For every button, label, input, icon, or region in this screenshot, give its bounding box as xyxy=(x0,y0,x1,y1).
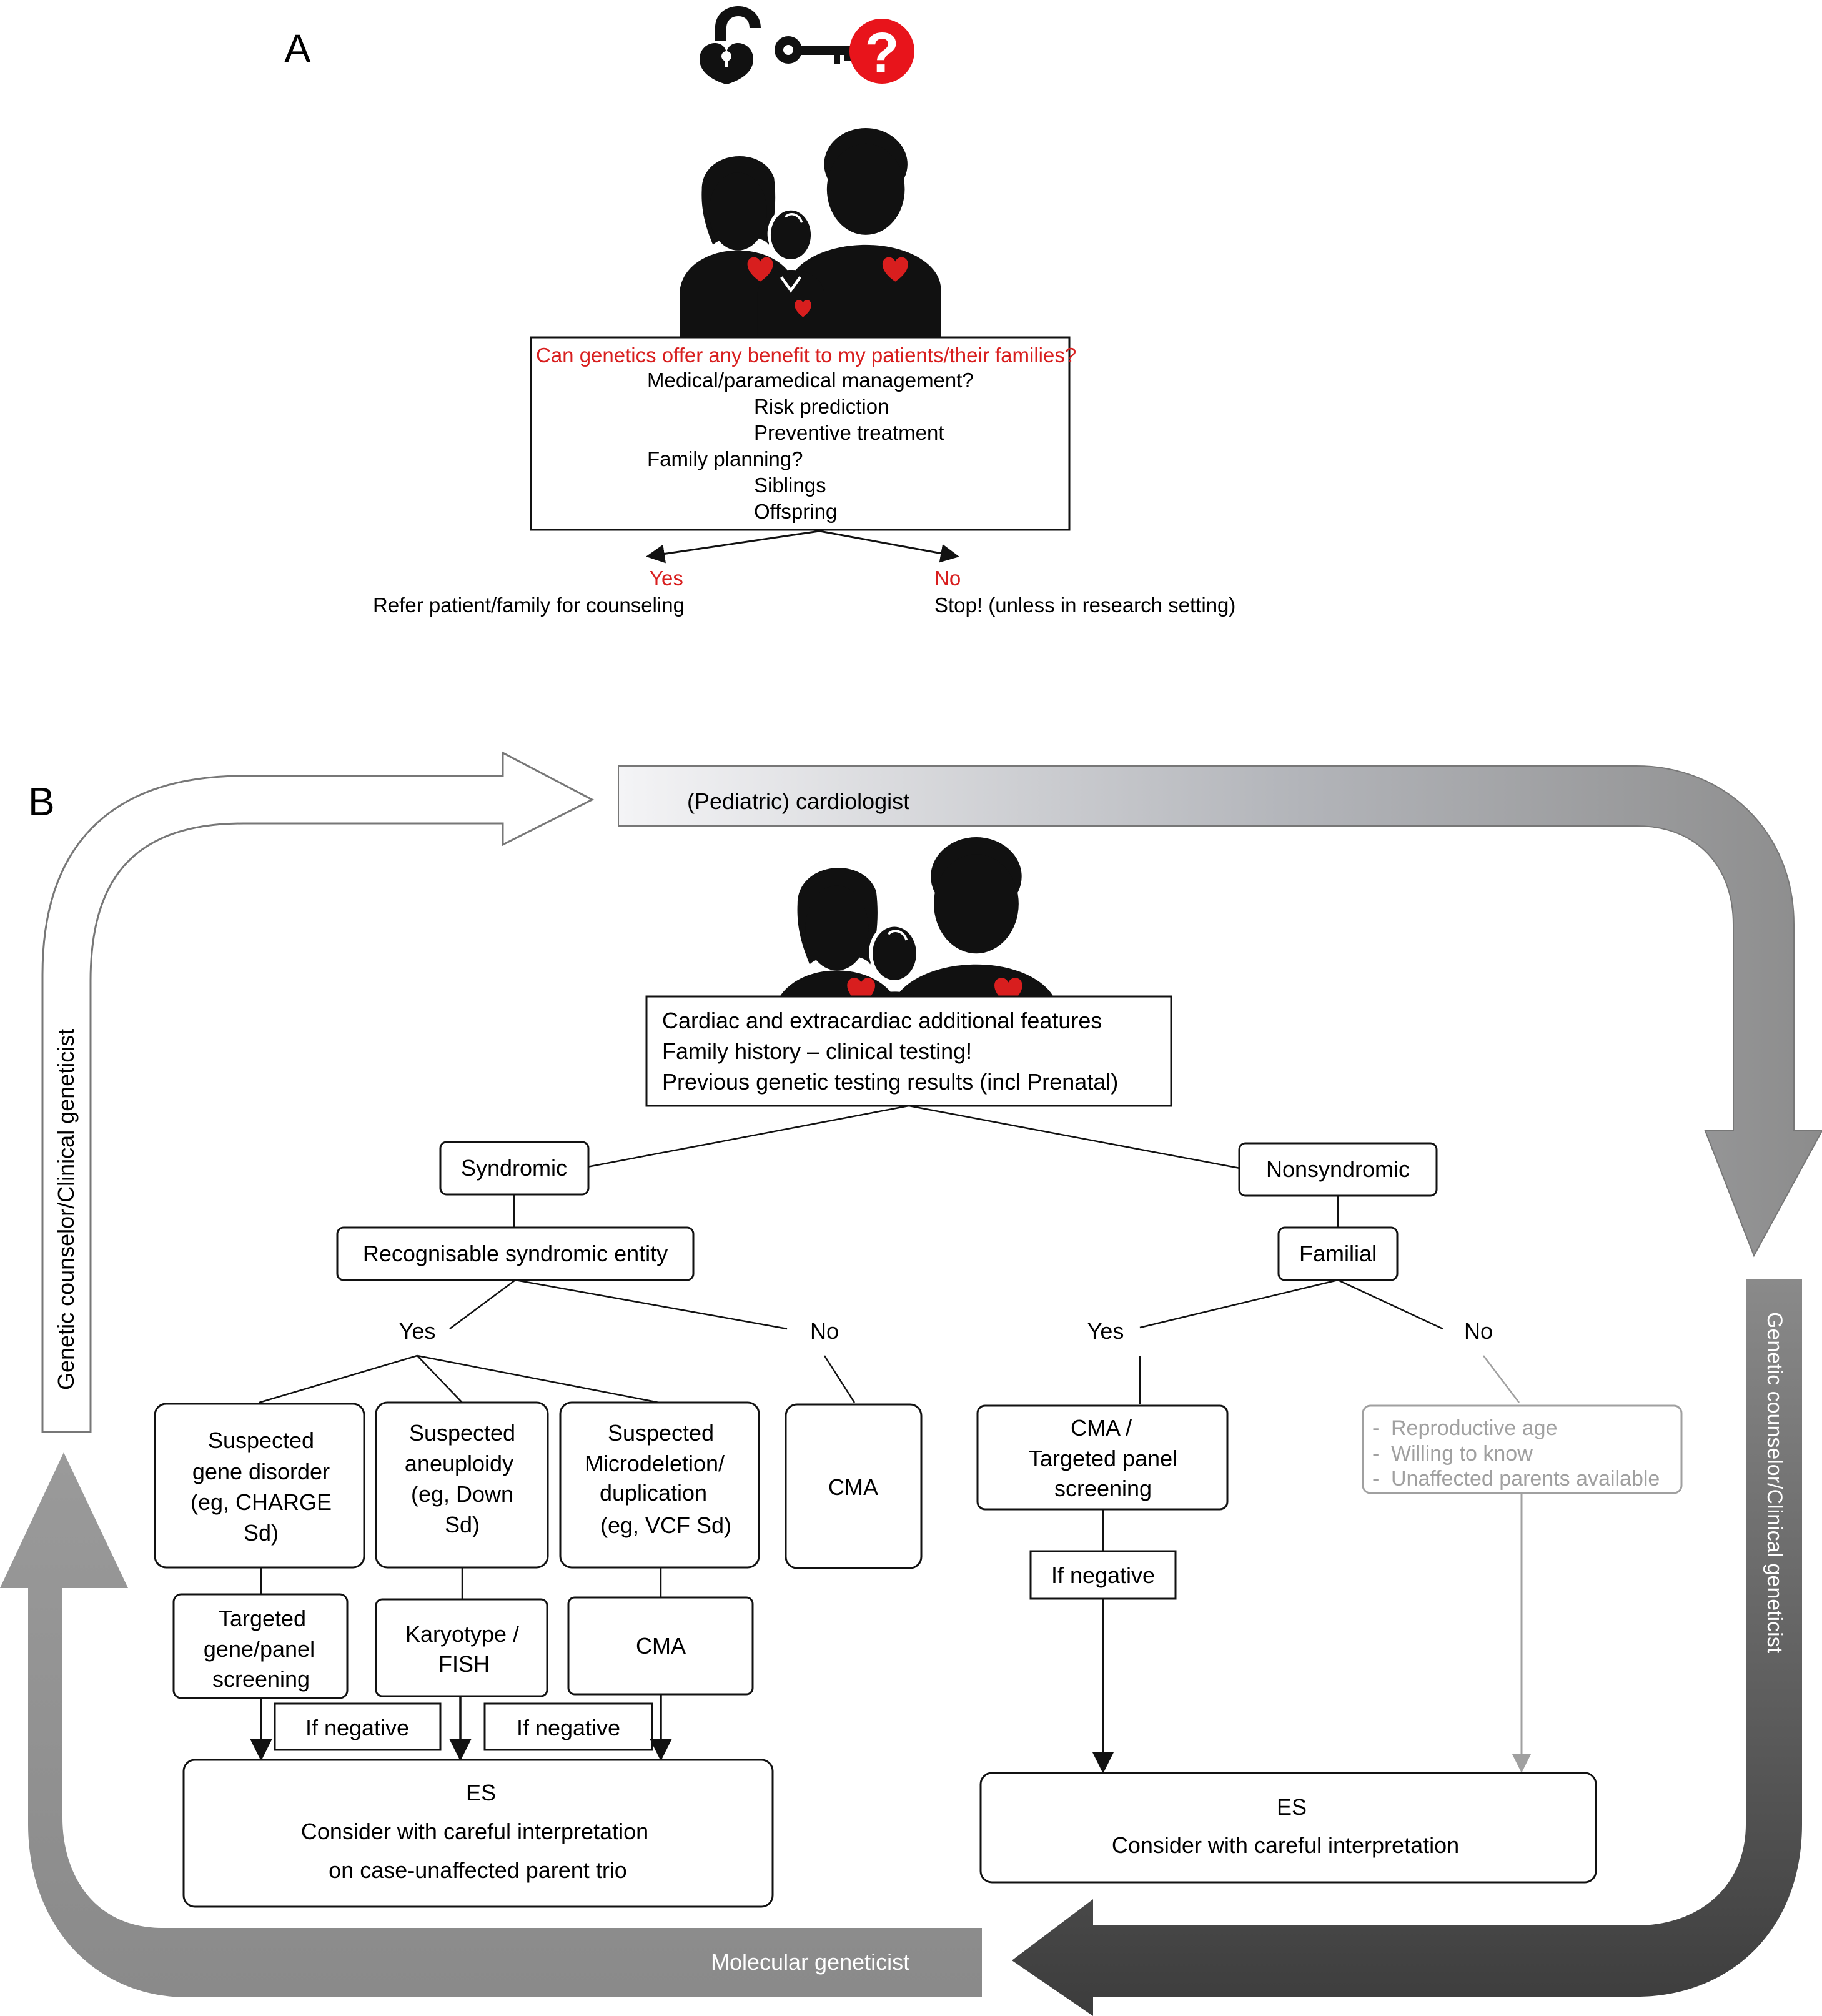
suspected-aneuploidy-line-4: Sd) xyxy=(445,1512,480,1537)
suspected-gene-line-2: gene disorder xyxy=(192,1459,330,1484)
if-negative-box-2 xyxy=(483,1702,653,1751)
criteria-dash-2: - xyxy=(1372,1442,1379,1466)
genetic-counselor-left-arrow xyxy=(41,751,595,1433)
criteria-dash-1: - xyxy=(1372,1416,1379,1440)
suspected-microdeletion-line-2: Microdeletion/ xyxy=(585,1451,725,1476)
es-left-line-1: ES xyxy=(466,1780,496,1805)
features-box xyxy=(645,995,1172,1107)
targeted-gene-line-3: screening xyxy=(212,1666,310,1692)
connector xyxy=(823,1355,856,1403)
suspected-gene-line-1: Suspected xyxy=(208,1428,314,1453)
feature-2: Family history – clinical testing! xyxy=(662,1038,972,1064)
if-negative-label-3: If negative xyxy=(1051,1562,1155,1588)
suspected-microdeletion-line-1: Suspected xyxy=(608,1420,714,1446)
question-item-4: Family planning? xyxy=(647,447,803,470)
targeted-gene-line-2: gene/panel xyxy=(204,1636,315,1662)
if-negative-label-2: If negative xyxy=(517,1715,620,1740)
es-right-line-1: ES xyxy=(1277,1794,1307,1820)
feature-3: Previous genetic testing results (incl P… xyxy=(662,1069,1118,1095)
cma-label-syndromic-no: CMA xyxy=(828,1474,878,1500)
suspected-microdeletion-line-3: duplication xyxy=(600,1480,707,1506)
if-negative-box-1 xyxy=(274,1702,442,1751)
familial-label: Familial xyxy=(1299,1241,1377,1266)
es-left-line-3: on case-unaffected parent trio xyxy=(329,1857,627,1883)
molecular-geneticist-label: Molecular geneticist xyxy=(711,1949,909,1975)
yes-label-a: Yes xyxy=(650,567,683,590)
cma-targeted-line-1: CMA / xyxy=(1071,1415,1132,1441)
question-item-3: Preventive treatment xyxy=(754,421,944,444)
recognisable-label: Recognisable syndromic entity xyxy=(363,1241,668,1266)
yes-label-familial: Yes xyxy=(1087,1318,1124,1344)
es-box-left xyxy=(182,1759,774,1908)
no-label-a: No xyxy=(934,567,961,590)
question-item-1: Medical/paramedical management? xyxy=(647,369,974,392)
yes-label-syndromic: Yes xyxy=(399,1318,436,1344)
connector xyxy=(449,1279,516,1330)
question-title: Can genetics offer any benefit to my pat… xyxy=(536,344,1076,367)
connector xyxy=(1139,1279,1339,1329)
no-label-syndromic: No xyxy=(810,1318,839,1344)
cardiologist-label: (Pediatric) cardiologist xyxy=(687,788,909,814)
no-text-a: Stop! (unless in research setting) xyxy=(934,593,1235,617)
suspected-gene-line-4: Sd) xyxy=(244,1520,279,1546)
connector xyxy=(515,1279,788,1330)
molecular-geneticist-arrow xyxy=(0,1452,982,1997)
arrow-no-a xyxy=(819,530,959,563)
connector xyxy=(1483,1355,1520,1403)
question-item-5: Siblings xyxy=(754,474,826,497)
es-left-line-2: Consider with careful interpretation xyxy=(301,1819,648,1844)
es-right-line-2: Consider with careful interpretation xyxy=(1112,1832,1459,1858)
criteria-dash-3: - xyxy=(1372,1467,1379,1491)
suspected-aneuploidy-line-2: aneuploidy xyxy=(405,1451,513,1476)
cma-targeted-line-2: Targeted panel xyxy=(1029,1446,1177,1471)
cma-targeted-line-3: screening xyxy=(1054,1476,1152,1501)
suspected-microdeletion-line-4: (eg, VCF Sd) xyxy=(600,1512,731,1538)
if-negative-label-1: If negative xyxy=(305,1715,409,1740)
feature-1: Cardiac and extracardiac additional feat… xyxy=(662,1008,1102,1033)
nonsyndromic-label: Nonsyndromic xyxy=(1266,1156,1410,1182)
yes-text-a: Refer patient/family for counseling xyxy=(373,593,685,617)
arrow-yes-a xyxy=(646,530,820,564)
genetic-counselor-right-label: Genetic counselor/Clinical geneticist xyxy=(1763,1312,1786,1654)
no-label-familial: No xyxy=(1464,1318,1493,1344)
family-icon xyxy=(680,128,941,350)
karyotype-fish-box xyxy=(375,1598,548,1697)
syndromic-label: Syndromic xyxy=(461,1155,567,1181)
es-box-right xyxy=(979,1772,1597,1884)
question-mark-icon: ? xyxy=(849,19,914,84)
connector xyxy=(908,1105,1240,1169)
cma-box-syndromic-no xyxy=(785,1403,923,1569)
suspected-aneuploidy-line-3: (eg, Down xyxy=(411,1481,513,1507)
connector xyxy=(1337,1279,1443,1330)
criteria-line-1: Reproductive age xyxy=(1391,1416,1558,1440)
criteria-line-2: Willing to know xyxy=(1391,1442,1533,1466)
if-negative-box-3 xyxy=(1029,1550,1177,1600)
genetic-counselor-right-arrow xyxy=(1012,1279,1802,2016)
criteria-line-3: Unaffected parents available xyxy=(1391,1467,1660,1491)
suspected-microdeletion-box xyxy=(559,1401,760,1569)
suspected-gene-box xyxy=(154,1403,365,1569)
question-item-6: Offspring xyxy=(754,500,837,523)
suspected-aneuploidy-line-1: Suspected xyxy=(409,1420,515,1446)
karyotype-line-2: FISH xyxy=(438,1651,490,1677)
cardiologist-arrow xyxy=(618,765,1822,1258)
panel-b-label: B xyxy=(28,779,55,824)
karyotype-line-1: Karyotype / xyxy=(405,1621,519,1647)
connector xyxy=(417,1354,660,1404)
panel-a-label: A xyxy=(284,26,311,71)
unlocked-padlock-heart-icon xyxy=(700,6,761,84)
connector xyxy=(259,1354,418,1404)
key-icon xyxy=(775,36,856,64)
connector xyxy=(587,1105,909,1168)
genetic-counselor-left-label: Genetic counselor/Clinical geneticist xyxy=(53,1029,79,1390)
suspected-gene-line-3: (eg, CHARGE xyxy=(191,1489,332,1515)
cma-label-microdeletion: CMA xyxy=(636,1633,686,1659)
connector xyxy=(417,1355,463,1403)
question-box xyxy=(530,336,1071,531)
targeted-gene-line-1: Targeted xyxy=(219,1606,306,1631)
question-item-2: Risk prediction xyxy=(754,395,889,418)
svg-text:?: ? xyxy=(865,22,899,84)
